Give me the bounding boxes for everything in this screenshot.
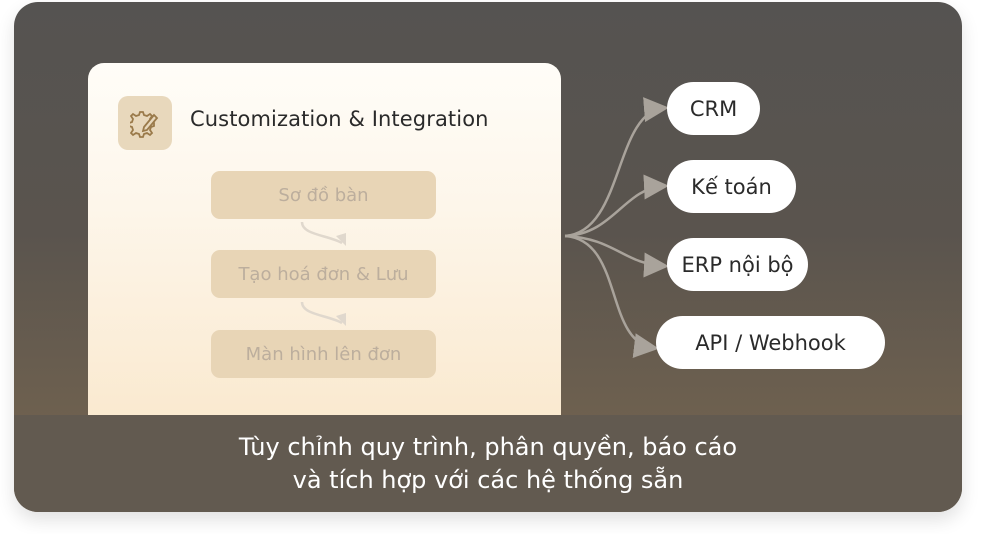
connector-api: [564, 234, 659, 358]
step-table-map: Sơ đồ bàn: [211, 171, 436, 219]
step-create-invoice: Tạo hoá đơn & Lưu: [211, 250, 436, 298]
step-arrow-2: [300, 301, 343, 325]
panel-title: Customization & Integration: [190, 107, 489, 131]
connector-lines: [564, 97, 669, 358]
step-order-screen: Màn hình lên đơn: [211, 330, 436, 378]
gear-pencil-icon: [118, 96, 172, 150]
integration-api-webhook: API / Webhook: [656, 316, 885, 369]
caption-line-1: Tùy chỉnh quy trình, phân quyền, báo cáo: [238, 432, 738, 461]
connector-crm: [564, 97, 669, 238]
customization-panel: Customization & Integration Sơ đồ bàn Tạ…: [88, 63, 561, 423]
feature-card: Customization & Integration Sơ đồ bàn Tạ…: [14, 2, 962, 512]
connector-erp: [564, 234, 669, 278]
step-arrow-1: [300, 221, 343, 245]
caption-line-2: và tích hợp với các hệ thống sẵn: [292, 465, 684, 494]
connector-accounting: [564, 174, 669, 238]
step-arrows: [300, 221, 346, 326]
integration-accounting: Kế toán: [667, 160, 796, 213]
integration-crm: CRM: [667, 82, 760, 135]
caption: Tùy chỉnh quy trình, phân quyền, báo cáo…: [14, 415, 962, 512]
integration-erp: ERP nội bộ: [667, 238, 808, 291]
